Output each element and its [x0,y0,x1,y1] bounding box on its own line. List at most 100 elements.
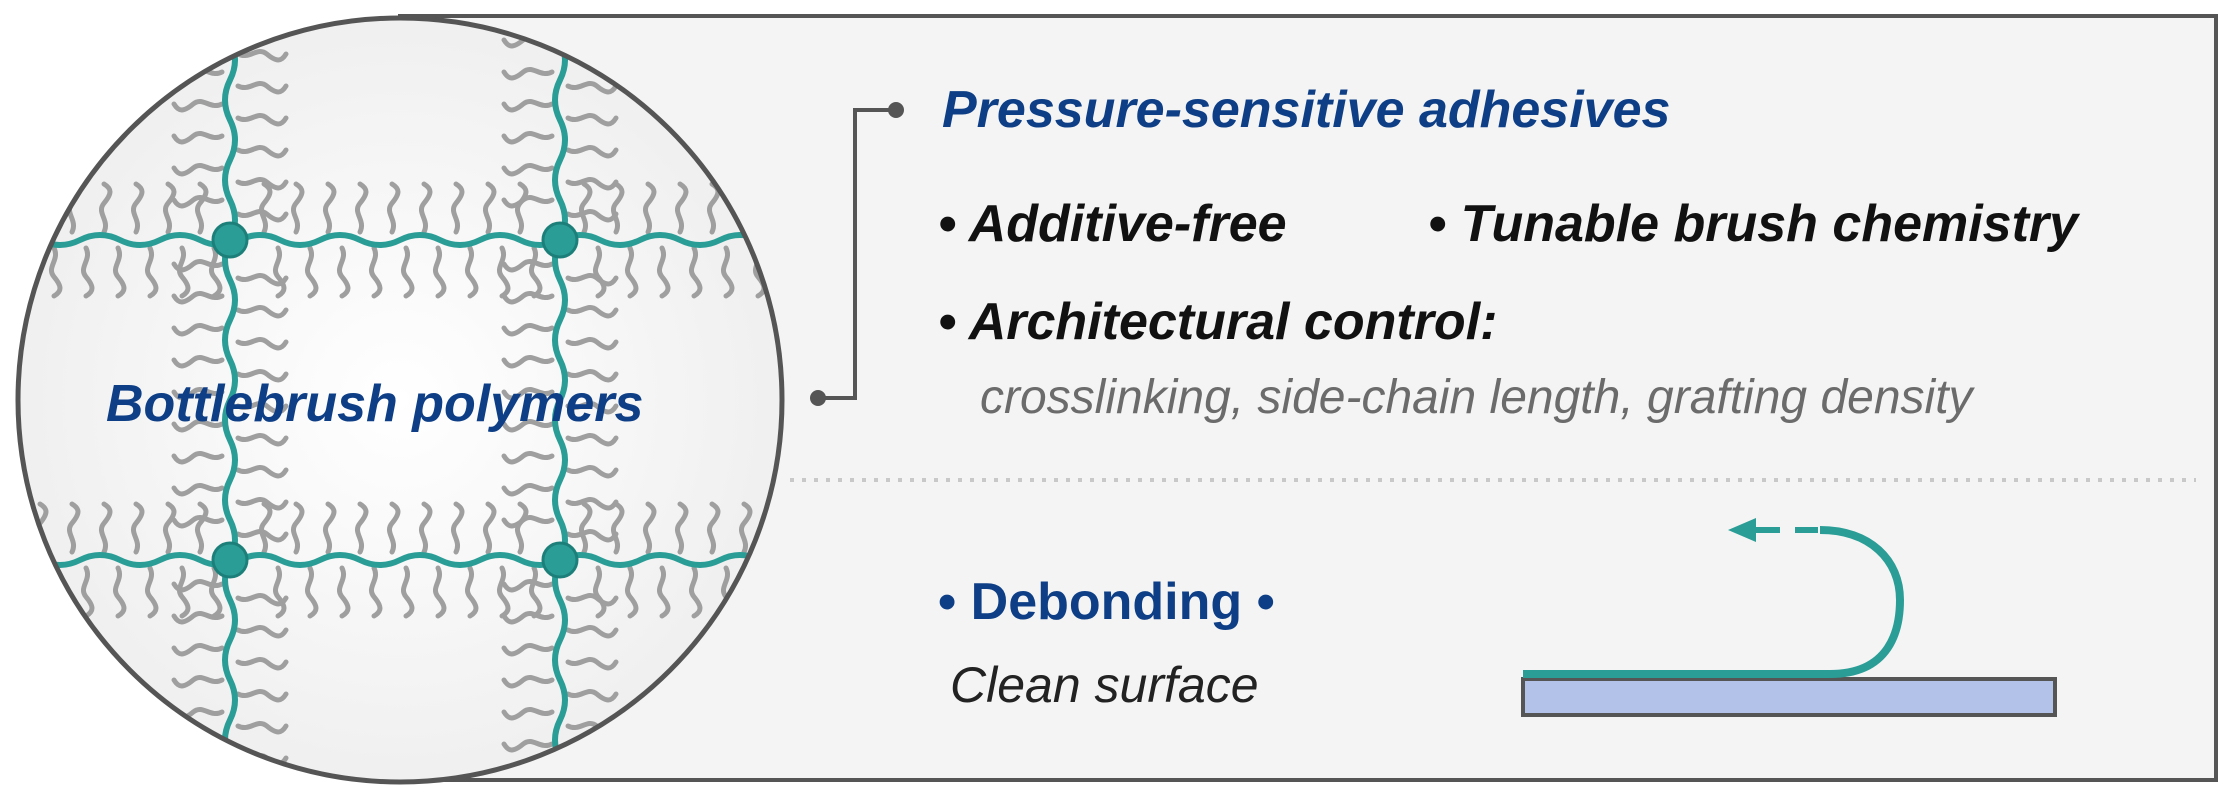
side-chain [194,501,209,555]
side-chain [565,688,619,703]
side-chain [235,272,289,287]
side-chain [171,418,225,433]
crosslink-node [211,541,249,579]
backbone-horizontal [18,552,782,568]
side-chain [565,208,619,223]
side-chain [235,656,289,671]
side-chain [171,194,225,209]
side-chain [400,565,415,619]
connector-dot-end [888,102,904,118]
side-chain [171,482,225,497]
side-chain [565,80,619,95]
side-chain [501,194,555,209]
side-chain [258,501,273,555]
side-chain [528,565,543,619]
side-chain [501,322,555,337]
side-chain [501,642,555,657]
side-chain [482,501,497,555]
side-chain [565,496,619,511]
peeling-tape [1523,526,1905,678]
crosslink-node [541,541,579,579]
debonding-detail: Clean surface [950,657,1259,713]
side-chain [34,181,49,235]
side-chain [171,34,225,49]
side-chain [656,245,671,299]
backbone-horizontal [18,232,782,248]
side-chain [565,336,619,351]
side-chain [386,181,401,235]
side-chain [130,181,145,235]
side-chain [565,368,619,383]
side-chain [235,208,289,223]
side-chain [501,354,555,369]
side-chain [235,144,289,159]
side-chain [565,112,619,127]
side-chain [171,386,225,401]
side-chain [171,322,225,337]
side-chain [501,674,555,689]
side-chain [171,130,225,145]
side-chain [464,245,479,299]
side-chain [176,245,191,299]
bottlebrush-circle-border [15,15,785,785]
side-chain [501,578,555,593]
side-chain [171,738,225,753]
side-chain [304,565,319,619]
side-chain [482,181,497,235]
side-chain [501,130,555,145]
side-chain [208,565,223,619]
side-chain [336,565,351,619]
side-chain [98,501,113,555]
side-chain [322,181,337,235]
side-chain [272,245,287,299]
side-chain [656,565,671,619]
side-chain [565,528,619,543]
side-chain [235,432,289,447]
side-chain [171,354,225,369]
crosslink-node [541,221,579,259]
side-chain [171,290,225,305]
side-chain [624,245,639,299]
side-chain [418,501,433,555]
bullet-architectural-control: • Architectural control: [938,293,1498,351]
side-chain [624,565,639,619]
side-chain [501,258,555,273]
side-chain [565,592,619,607]
bullet-tunable-chemistry: • Tunable brush chemistry [1428,195,2079,253]
panel-heading: Pressure-sensitive adhesives [942,81,1671,139]
side-chain [162,501,177,555]
side-chain [235,464,289,479]
side-chain [418,181,433,235]
side-chain [322,501,337,555]
peel-arrow-head-icon [1728,518,1756,542]
side-chain [528,245,543,299]
side-chain [290,181,305,235]
side-chain [642,501,657,555]
side-chain [578,181,593,235]
side-chain [568,787,616,796]
side-chain [171,770,225,782]
side-chain [610,501,625,555]
side-chain [610,181,625,235]
side-chain [496,245,511,299]
side-chain [501,290,555,305]
backbone-vertical [552,18,568,782]
side-chain [496,565,511,619]
side-chain [354,501,369,555]
side-chain [738,501,753,555]
side-chain [336,245,351,299]
side-chain [112,245,127,299]
bottlebrush-label: Bottlebrush polymers [106,375,644,433]
side-chain [235,592,289,607]
side-chain [565,272,619,287]
side-chain [80,565,95,619]
side-chain [98,181,113,235]
side-chain [464,565,479,619]
side-chain [674,501,689,555]
side-chain [501,386,555,401]
side-chain [171,578,225,593]
side-chain [501,514,555,529]
side-chain [565,464,619,479]
